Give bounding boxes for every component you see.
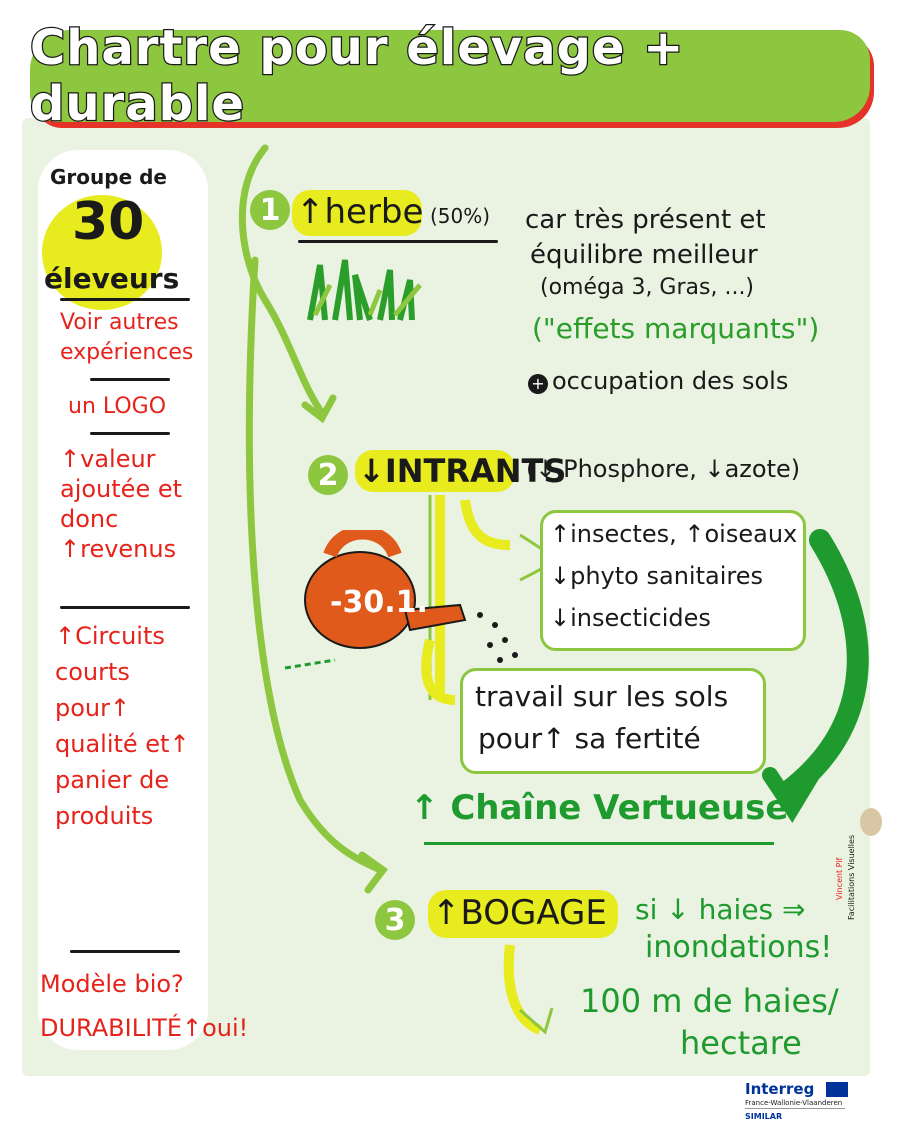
chain-label: ↑ Chaîne Vertueuse [410,788,789,828]
box1-line3: ↓insecticides [550,604,711,632]
underline [298,240,498,243]
divider [90,432,170,435]
divider [745,1108,845,1109]
bocage-highlight [428,890,618,938]
plus-icon: + [528,374,548,394]
group-number: 30 [72,192,145,252]
box2-line2: pour↑ sa fertité [478,722,701,755]
grass-icon [307,259,422,321]
can-label: -30.1. [330,585,428,620]
footer-project: SIMILAR [745,1112,783,1121]
credit-author: Vincent Pif [835,857,844,900]
herbe-desc-1: car très présent et [525,205,766,235]
chain-underline [424,842,774,845]
intrants-highlight [355,450,515,492]
divider [90,378,170,381]
credit-subtitle: Facilitations Visuelles [847,834,856,920]
bocage-stat-1: 100 m de haies/ [580,982,839,1020]
bocage-note-1: si ↓ haies ⇒ [635,893,806,926]
watering-can-icon [304,530,518,663]
herbe-label: ↑herbe [296,192,424,232]
left-item-logo: un LOGO [68,394,167,419]
group-highlight [42,195,162,310]
divider [60,606,190,609]
left-item-experiences: Voir autres expériences [60,310,194,365]
intrants-label: ↓INTRANTS [358,452,567,490]
intrants-detail: (↓ Phosphore, ↓azote) [526,455,801,483]
eu-flag-icon [826,1082,848,1097]
herbe-occupation: occupation des sols [552,367,789,395]
herbe-desc-2: équilibre meilleur [530,240,758,270]
step-number-1: 1 [250,190,290,230]
divider [60,298,190,301]
group-line1: Groupe de [50,165,167,189]
box2-line1: travail sur les sols [475,680,729,713]
step-number-3: 3 [375,900,415,940]
step-number-2: 2 [308,455,348,495]
left-item-value: ↑valeur ajoutée et donc ↑revenus [60,445,183,563]
divider [70,950,180,953]
left-item-bio: Modèle bio? DURABILITÉ↑oui! [40,970,249,1042]
herbe-percent: (50%) [430,204,491,228]
avatar [860,808,882,836]
bocage-note-2: inondations! [645,930,833,965]
left-item-circuits: ↑Circuits courts pour↑ qualité et↑ panie… [55,622,190,830]
title-banner [30,30,870,122]
group-line3: éleveurs [44,262,180,295]
herbe-highlight [292,190,422,236]
bocage-stat-2: hectare [680,1024,802,1062]
herbe-desc-3: (oméga 3, Gras, ...) [540,275,755,300]
footer-brand: Interreg [745,1080,815,1098]
box-soil [460,668,766,774]
box1-line2: ↓phyto sanitaires [550,562,763,590]
bocage-label: ↑BOGAGE [432,893,607,933]
box-biodiversity [540,510,806,651]
footer-region: France-Wallonie-Vlaanderen [745,1099,843,1107]
herbe-effects: ("effets marquants") [532,312,820,345]
box1-line1: ↑insectes, ↑oiseaux [550,520,798,548]
